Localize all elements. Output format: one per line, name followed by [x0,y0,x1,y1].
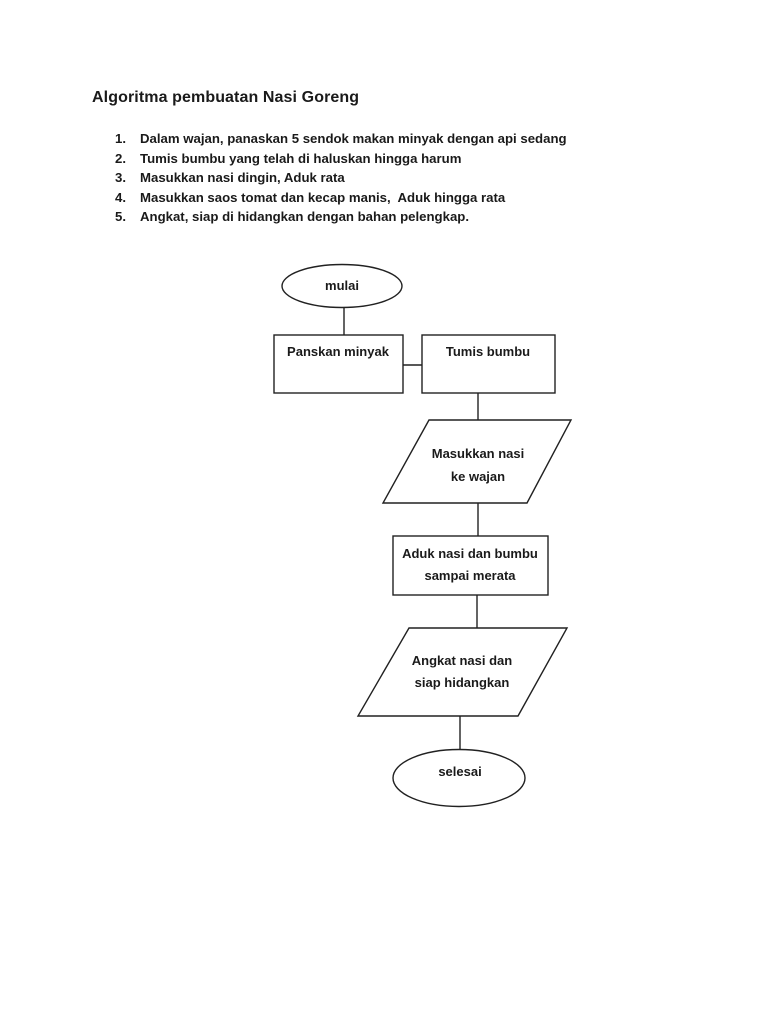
list-item: 3. Masukkan nasi dingin, Aduk rata [115,170,567,190]
end-terminator-shape [392,748,526,808]
list-item-text: Dalam wajan, panaskan 5 sendok makan min… [140,131,567,146]
io1-label-line1: Masukkan nasi [432,446,525,461]
process2-label: Tumis bumbu [446,344,530,359]
process3-shape [392,535,549,596]
process1-shape [273,334,404,394]
process2-shape [421,334,556,394]
start-terminator-shape [281,263,403,309]
io2-parallelogram-shape [356,627,569,717]
list-item-text: Tumis bumbu yang telah di haluskan hingg… [140,150,462,166]
list-item-text: Angkat, siap di hidangkan dengan bahan p… [140,209,470,224]
list-item: 5. Angkat, siap di hidangkan dengan baha… [115,209,567,229]
list-item-number: 2. [115,150,126,166]
start-terminator-label: mulai [325,278,359,293]
end-terminator-label: selesai [438,764,481,779]
process3-label-line2: sampai merata [424,568,516,583]
list-item-text: Masukkan nasi dingin, Aduk rata [140,170,345,185]
list-item-number: 4. [115,189,126,205]
io1-parallelogram-shape [381,419,573,504]
list-item-number: 1. [115,131,126,146]
page-title: Algoritma pembuatan Nasi Goreng [92,89,360,106]
algorithm-steps-list: 1. Dalam wajan, panaskan 5 sendok makan … [115,131,567,229]
list-item-number: 3. [115,170,126,185]
list-item: 1. Dalam wajan, panaskan 5 sendok makan … [115,131,567,151]
io2-label-line1: Angkat nasi dan [412,653,512,668]
list-item: 2. Tumis bumbu yang telah di haluskan hi… [115,151,567,171]
list-item-text: Masukkan saos tomat dan kecap manis, Adu… [140,189,506,205]
list-item-number: 5. [115,209,126,224]
process3-label-line1: Aduk nasi dan bumbu [402,546,538,561]
io2-label-line2: siap hidangkan [415,675,510,690]
io1-label-line2: ke wajan [451,469,505,484]
list-item: 4. Masukkan saos tomat dan kecap manis, … [115,190,567,210]
process1-label: Panskan minyak [287,344,390,359]
